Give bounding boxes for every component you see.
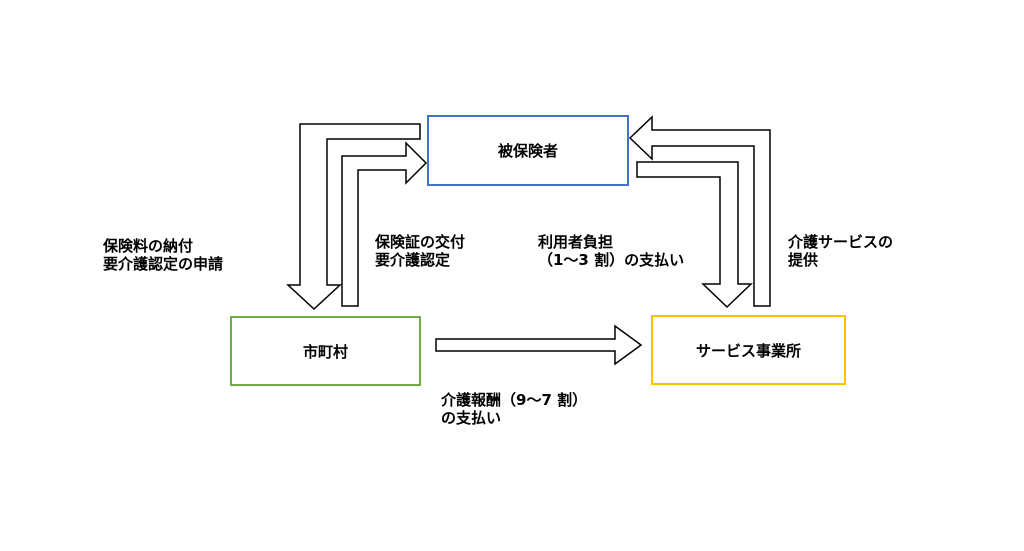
flow-service-line1: 介護サービスの <box>788 233 894 251</box>
flow-premium-label: 保険料の納付 要介護認定の申請 <box>103 237 223 273</box>
arrow-reward-to-provider <box>435 324 643 366</box>
node-municipality-label: 市町村 <box>302 342 348 361</box>
flow-certificate-label: 保険証の交付 要介護認定 <box>375 233 465 269</box>
node-provider-label: サービス事業所 <box>695 341 801 360</box>
flow-reward-line2: の支払い <box>441 409 502 427</box>
node-insured-label: 被保険者 <box>497 142 558 160</box>
arrow-service-to-insured <box>628 115 771 307</box>
arrow-copay-to-provider <box>636 161 753 309</box>
arrow-certificate-to-insured <box>341 141 428 307</box>
flow-certificate-line1: 保険証の交付 <box>375 233 466 251</box>
arrow-premium-to-municipality <box>286 123 421 311</box>
flow-reward-label: 介護報酬（9～7 割） の支払い <box>441 391 587 427</box>
node-municipality: 市町村 <box>230 316 421 386</box>
flow-copay-line2: （1～3 割）の支払い <box>538 251 685 269</box>
flow-copay-line1: 利用者負担 <box>538 233 614 251</box>
flow-certificate-line2: 要介護認定 <box>375 251 451 269</box>
flow-premium-line2: 要介護認定の申請 <box>103 255 224 273</box>
flow-reward-line1: 介護報酬（9～7 割） <box>441 391 588 409</box>
node-provider: サービス事業所 <box>651 315 846 385</box>
node-insured: 被保険者 <box>427 115 629 186</box>
flow-premium-line1: 保険料の納付 <box>103 237 194 255</box>
flow-copay-label: 利用者負担 （1～3 割）の支払い <box>538 233 684 269</box>
flow-service-line2: 提供 <box>788 251 819 269</box>
flow-service-label: 介護サービスの 提供 <box>788 233 893 269</box>
